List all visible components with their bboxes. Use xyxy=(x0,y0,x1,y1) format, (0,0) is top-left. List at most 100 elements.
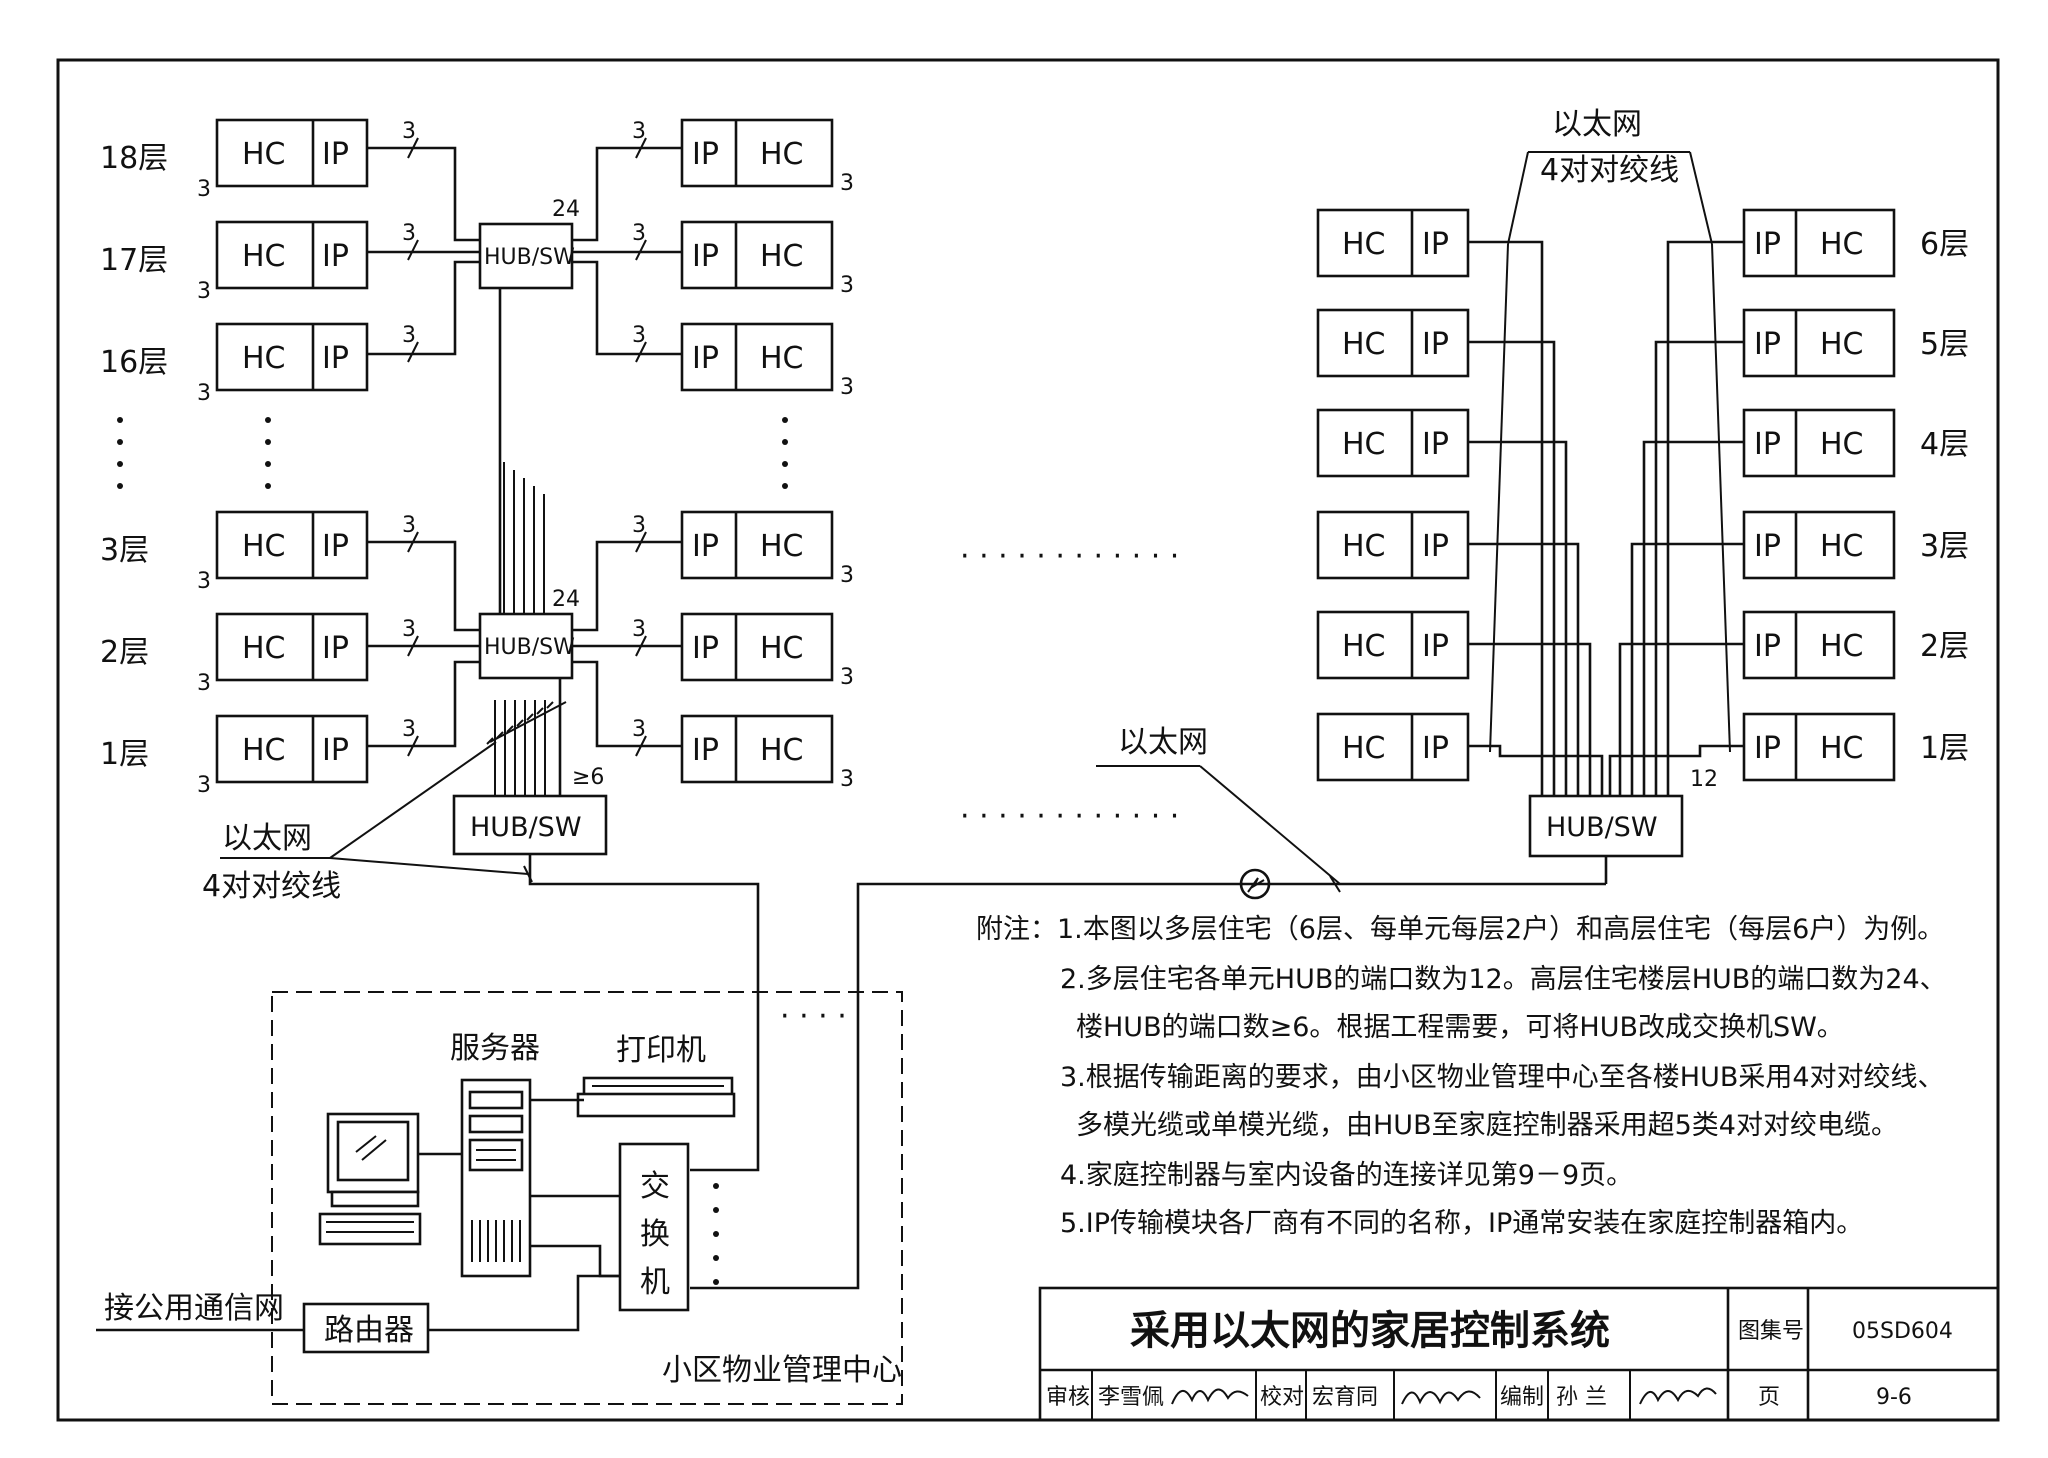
floor-label-6: 6层 xyxy=(1920,227,1969,262)
hc-label: HC xyxy=(1342,529,1386,564)
hc-label: HC xyxy=(1820,731,1864,766)
port-count: 3 xyxy=(197,177,211,202)
floor-label-3-left: 3层 xyxy=(100,533,149,568)
drawer-name: 孙 兰 xyxy=(1556,1385,1607,1410)
hc-ip-unit: HC IP xyxy=(1316,208,1470,278)
ip-label: IP xyxy=(1422,731,1449,766)
draw-label: 编制 xyxy=(1500,1385,1544,1410)
ip-label: IP xyxy=(1754,227,1781,262)
ip-hc-unit: IP HC 3 xyxy=(680,612,854,690)
checker-signature xyxy=(1401,1390,1481,1405)
note-line-6: 4.家庭控制器与室内设备的连接详见第9－9页。 xyxy=(1060,1160,1633,1191)
ip-hc-unit: IP HC 3 xyxy=(680,118,854,196)
hc-label: HC xyxy=(760,137,804,172)
hc-ip-unit: HC IP xyxy=(1316,408,1470,478)
ip-label: IP xyxy=(692,733,719,768)
ethernet-label-center: 以太网 xyxy=(1118,725,1208,760)
port-count: 3 xyxy=(197,773,211,798)
floor-label-1-right: 1层 xyxy=(1920,731,1969,766)
ip-label: IP xyxy=(1422,427,1449,462)
twisted-pair-label-right-top: 4对对绞线 xyxy=(1540,153,1679,188)
port-count: 3 xyxy=(840,273,854,298)
port-count: 3 xyxy=(197,381,211,406)
note-line-5: 多模光缆或单模光缆，由HUB至家庭控制器采用超5类4对对绞电缆。 xyxy=(1076,1110,1898,1141)
wire-count: 3 xyxy=(402,221,416,246)
floor-label-2-left: 2层 xyxy=(100,635,149,670)
ip-label: IP xyxy=(1422,227,1449,262)
ip-hc-unit: IP HC 3 xyxy=(680,714,854,792)
router xyxy=(302,1302,430,1354)
hc-label: HC xyxy=(1342,731,1386,766)
hc-label: HC xyxy=(242,341,286,376)
printer-icon xyxy=(576,1076,736,1118)
port-count: 3 xyxy=(840,375,854,400)
lower-hub-label: HUB/SW xyxy=(484,635,575,660)
ip-label: IP xyxy=(322,733,349,768)
port-count: 3 xyxy=(197,671,211,696)
hc-label: HC xyxy=(242,239,286,274)
ip-label: IP xyxy=(1422,629,1449,664)
wire-count: 3 xyxy=(632,119,646,144)
hc-label: HC xyxy=(242,733,286,768)
floor-label-2-right: 2层 xyxy=(1920,629,1969,664)
wire-count: 3 xyxy=(402,119,416,144)
floor-label-3-right: 3层 xyxy=(1920,529,1969,564)
hc-ip-unit: HC IP 3 xyxy=(197,118,369,202)
hc-label: HC xyxy=(760,733,804,768)
ms-ethernet-guides xyxy=(1489,243,1731,753)
hc-ip-unit: HC IP 3 xyxy=(197,510,369,594)
computer-icon xyxy=(318,1112,422,1246)
management-center: 小区物业管理中心 服务器 打印机 xyxy=(96,991,903,1405)
left-units: HC IP 3 HC IP 3 HC IP 3 HC IP xyxy=(197,118,369,798)
wire-count: 3 xyxy=(402,717,416,742)
hc-label: HC xyxy=(1342,427,1386,462)
floor-label-1-left: 1层 xyxy=(100,737,149,772)
floor-label-5: 5层 xyxy=(1920,327,1969,362)
hc-label: HC xyxy=(760,631,804,666)
core-switch xyxy=(618,1142,690,1312)
upper-hub-label: HUB/SW xyxy=(484,245,575,270)
public-net-label: 接公用通信网 xyxy=(104,1291,284,1326)
port-count: 3 xyxy=(197,279,211,304)
ethernet-label-right-top: 以太网 xyxy=(1552,107,1642,142)
wire-count: 3 xyxy=(402,323,416,348)
ip-label: IP xyxy=(1422,529,1449,564)
hc-ip-unit: HC IP 3 xyxy=(197,714,369,798)
hc-label: HC xyxy=(760,341,804,376)
drawing-frame xyxy=(56,58,2000,1422)
reviewer-signature xyxy=(1171,1388,1249,1405)
ip-label: IP xyxy=(692,239,719,274)
ip-label: IP xyxy=(1754,629,1781,664)
building-hub-label: HUB/SW xyxy=(470,812,582,843)
floor-label-18: 18层 xyxy=(100,141,168,176)
wire-count: 3 xyxy=(632,717,646,742)
ip-label: IP xyxy=(692,137,719,172)
switch-char-2: 换 xyxy=(640,1217,670,1252)
wire-count: 3 xyxy=(402,617,416,642)
wire-count: 3 xyxy=(632,617,646,642)
hc-label: HC xyxy=(242,137,286,172)
lower-hub-wiring: 3 3 3 3 3 3 xyxy=(367,513,682,757)
page-label: 页 xyxy=(1758,1385,1780,1410)
ip-label: IP xyxy=(1754,529,1781,564)
unit-hub-port-count: 12 xyxy=(1690,767,1718,792)
hc-ip-unit: HC IP xyxy=(1316,510,1470,580)
printer-label: 打印机 xyxy=(616,1033,706,1068)
building-hub xyxy=(452,794,608,856)
hc-label: HC xyxy=(1342,227,1386,262)
title-block: 采用以太网的家居控制系统 图集号 05SD604 页 9-6 审核 李雪佩 校对… xyxy=(1038,1286,2000,1422)
atlas-label: 图集号 xyxy=(1738,1319,1804,1344)
port-count: 3 xyxy=(840,171,854,196)
router-label: 路由器 xyxy=(324,1313,414,1348)
note-line-1: 附注：1.本图以多层住宅（6层、每单元每层2户）和高层住宅（每层6户）为例。 xyxy=(976,914,1944,945)
hc-label: HC xyxy=(760,239,804,274)
hc-label: HC xyxy=(242,529,286,564)
